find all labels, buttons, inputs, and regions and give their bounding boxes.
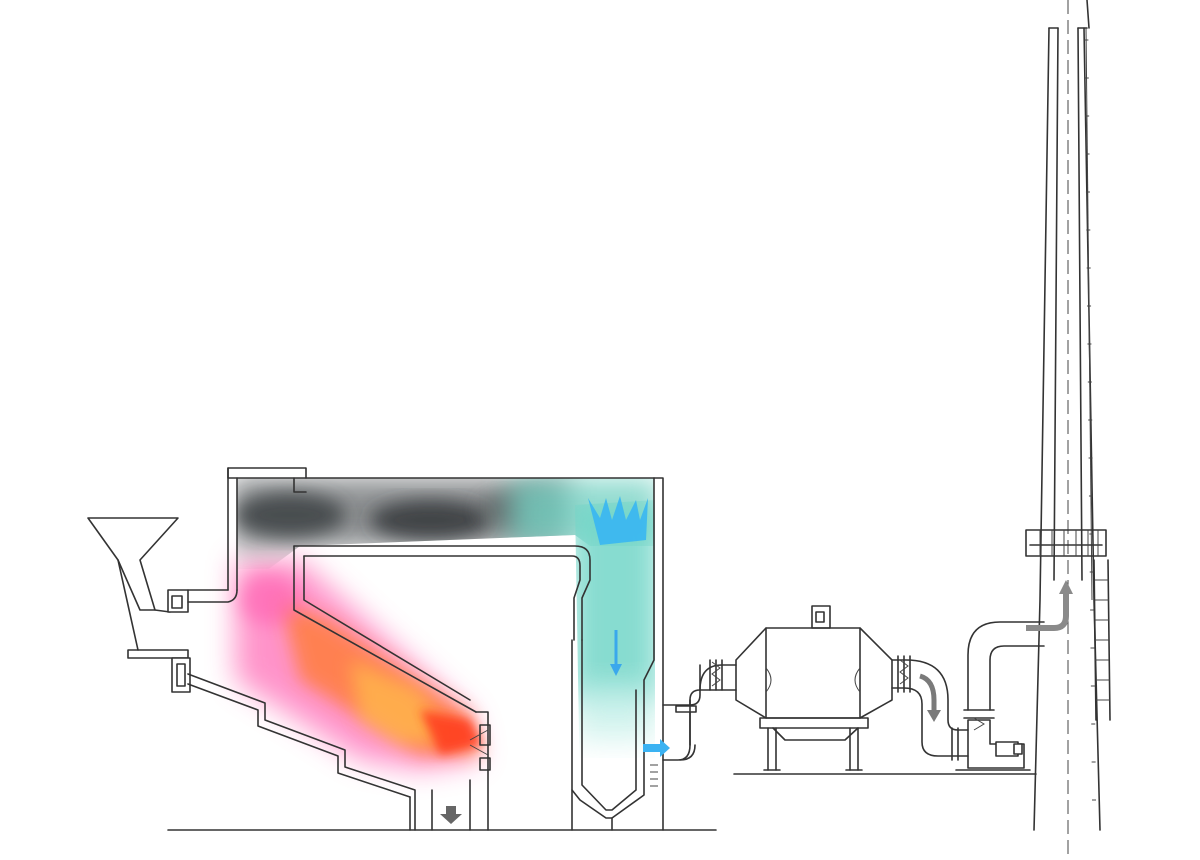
- flow-arrows: [440, 580, 1073, 824]
- flue-duct-to-reactor: [662, 659, 737, 761]
- flue-duct-to-fan: [891, 655, 969, 761]
- reactor-unit: [733, 605, 1037, 775]
- combustion-flame-zone: [235, 560, 482, 770]
- ash-discharge-arrow: [440, 806, 462, 824]
- induced-draft-fan: [955, 621, 1045, 771]
- flue-gas-smoke-zone: [237, 478, 654, 548]
- gas-to-reactor-arrow: [643, 739, 670, 757]
- gas-up-stack-arrow: [1026, 580, 1073, 631]
- feed-hopper: [87, 517, 191, 693]
- quench-flow-arrow: [610, 630, 622, 676]
- gas-to-fan-arrow: [919, 673, 941, 722]
- stack-ladder-rungs: [1084, 39, 1096, 801]
- chimney-stack: [1025, 0, 1111, 860]
- water-spray-nozzles: [588, 496, 648, 545]
- spray-quench-tower: [305, 477, 664, 831]
